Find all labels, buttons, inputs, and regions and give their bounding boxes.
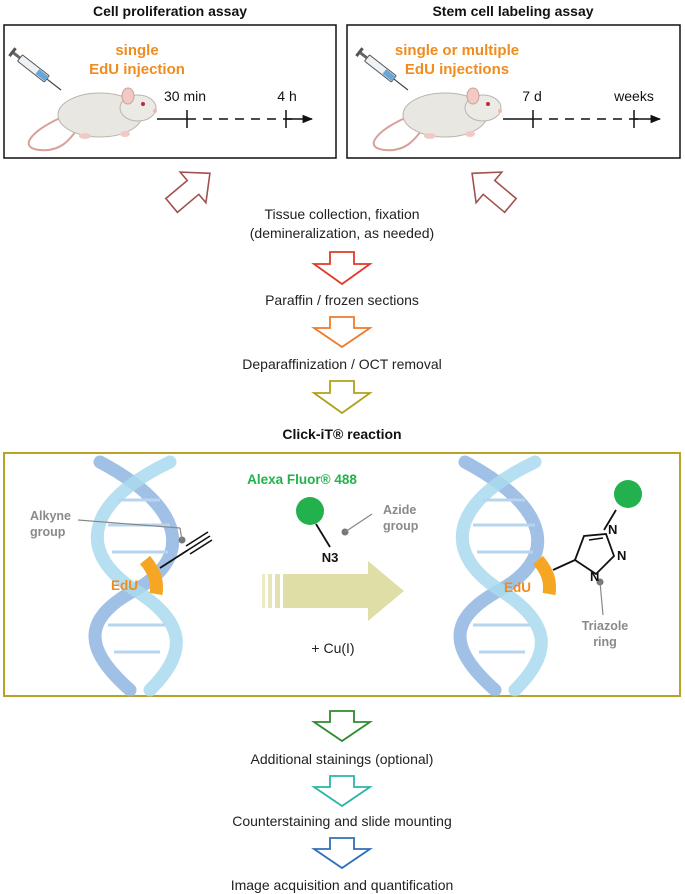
down-arrow-red xyxy=(311,251,373,286)
converge-arrow-right xyxy=(471,171,518,214)
dna-helix-right xyxy=(453,455,557,697)
alkyne-label-line1: Alkyne xyxy=(30,509,71,523)
down-arrow-teal xyxy=(311,775,373,808)
triazole-n3: N xyxy=(590,569,599,584)
mouse-icon xyxy=(372,87,502,152)
mouse-icon xyxy=(27,87,157,152)
right-injection-line1: single or multiple xyxy=(395,42,519,59)
dna-helix-left xyxy=(77,455,213,697)
step-tissue-line1: Tissue collection, fixation xyxy=(264,206,419,222)
right-assay-panel: single or multiple EdU injections 7 d we… xyxy=(346,24,681,159)
triazole-n2: N xyxy=(617,548,626,563)
edu-label-right: EdU xyxy=(504,580,531,595)
triazole-ring xyxy=(552,509,617,616)
azide-n3-label: N3 xyxy=(322,550,339,565)
right-time-2: weeks xyxy=(613,88,654,104)
fluor-label: Alexa Fluor® 488 xyxy=(247,472,357,487)
down-arrow-blue xyxy=(311,837,373,870)
azide-label-line2: group xyxy=(383,519,419,533)
left-injection-line1: single xyxy=(115,42,158,59)
down-arrow-orange xyxy=(311,316,373,349)
down-arrow-olive xyxy=(311,380,373,415)
left-injection-line2: EdU injection xyxy=(89,61,185,78)
fluorophore-left xyxy=(296,497,324,525)
triazole-label-line2: ring xyxy=(593,635,617,649)
syringe-icon xyxy=(355,47,409,91)
syringe-icon xyxy=(8,47,62,91)
step-deparaffinization: Deparaffinization / OCT removal xyxy=(242,356,441,372)
alkyne-label-line2: group xyxy=(30,525,66,539)
step-sections: Paraffin / frozen sections xyxy=(265,292,419,308)
fluorophore-right xyxy=(614,480,642,508)
left-time-2: 4 h xyxy=(277,88,296,104)
catalyst-label: + Cu(I) xyxy=(311,640,354,656)
triazole-label-line1: Triazole xyxy=(582,619,629,633)
right-injection-line2: EdU injections xyxy=(405,61,509,78)
left-assay-title: Cell proliferation assay xyxy=(93,3,247,19)
right-assay-title: Stem cell labeling assay xyxy=(432,3,593,19)
triazole-n1: N xyxy=(608,522,617,537)
step-imaging: Image acquisition and quantification xyxy=(231,877,454,893)
right-time-1: 7 d xyxy=(522,88,541,104)
left-time-1: 30 min xyxy=(164,88,206,104)
step-tissue-line2: (demineralization, as needed) xyxy=(250,225,434,241)
down-arrow-green xyxy=(311,710,373,743)
azide-label-line1: Azide xyxy=(383,503,416,517)
reaction-arrow xyxy=(262,561,404,621)
edu-label-left: EdU xyxy=(111,578,138,593)
step-additional: Additional stainings (optional) xyxy=(251,751,434,767)
reaction-panel: Alkyne group EdU Alexa Fluor® 488 N3 Azi… xyxy=(3,452,681,697)
step-counterstaining: Counterstaining and slide mounting xyxy=(232,813,451,829)
converge-arrow-left xyxy=(164,171,211,214)
step-click-reaction: Click-iT® reaction xyxy=(282,426,401,442)
left-assay-panel: single EdU injection 30 min 4 h xyxy=(3,24,337,159)
